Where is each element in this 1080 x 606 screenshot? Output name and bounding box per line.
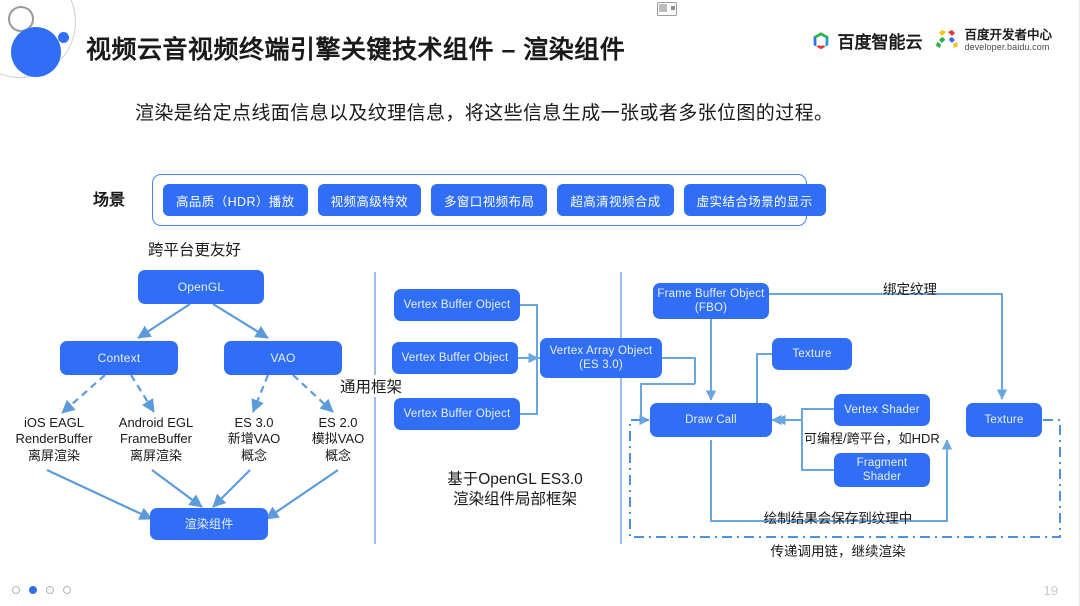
divider-label-general-framework: 通用框架 bbox=[338, 375, 405, 397]
leaf-es30-line2: 新增VAO bbox=[227, 431, 281, 447]
leaf-es30: ES 3.0 新增VAO 概念 bbox=[213, 415, 295, 464]
baidu-cloud-logo-text: 百度智能云 bbox=[837, 33, 923, 52]
node-texture-right[interactable]: Texture bbox=[966, 403, 1042, 437]
leaf-android-egl-line3: 离屏渲染 bbox=[129, 447, 182, 463]
progress-dot[interactable] bbox=[63, 586, 71, 594]
slide-subtitle: 渲染是给定点线面信息以及纹理信息，将这些信息生成一张或者多张位图的过程。 bbox=[135, 103, 834, 124]
node-fragment-shader[interactable]: Fragment Shader bbox=[834, 453, 930, 487]
progress-dot[interactable] bbox=[46, 586, 54, 594]
node-vertex-array-object-line2: (ES 3.0) bbox=[579, 359, 623, 371]
leaf-ios-eagl-line1: iOS EAGL bbox=[24, 415, 84, 430]
leaf-es20-line2: 模拟VAO bbox=[311, 431, 365, 447]
node-frame-buffer-object-line1: Frame Buffer Object bbox=[657, 287, 765, 300]
node-texture-top[interactable]: Texture bbox=[772, 338, 852, 370]
scene-label: 场景 bbox=[93, 192, 126, 209]
section-divider-left bbox=[374, 272, 376, 544]
progress-dot-active[interactable] bbox=[29, 586, 37, 594]
node-vao[interactable]: VAO bbox=[224, 341, 342, 375]
node-vertex-buffer-object-2[interactable]: Vertex Buffer Object bbox=[392, 342, 518, 374]
scene-tag[interactable]: 多窗口视频布局 bbox=[431, 184, 548, 216]
section-divider-right bbox=[620, 272, 622, 544]
middle-section-caption: 基于OpenGL ES3.0 渲染组件局部框架 bbox=[420, 470, 610, 510]
label-save-to-texture: 绘制结果会保存到纹理中 bbox=[763, 511, 913, 526]
node-frame-buffer-object-line2: (FBO) bbox=[694, 302, 728, 314]
node-context[interactable]: Context bbox=[60, 341, 178, 375]
leaf-ios-eagl-line3: 离屏渲染 bbox=[27, 447, 80, 463]
page-number: 19 bbox=[1043, 583, 1058, 598]
middle-section-caption-line2: 渲染组件局部框架 bbox=[452, 491, 577, 509]
baidu-cloud-mark-icon bbox=[810, 30, 832, 52]
leaf-es20: ES 2.0 模拟VAO 概念 bbox=[297, 415, 379, 464]
scene-tag[interactable]: 高品质（HDR）播放 bbox=[163, 184, 308, 216]
leaf-android-egl: Android EGL FrameBuffer 离屏渲染 bbox=[97, 415, 215, 464]
leaf-android-egl-line2: FrameBuffer bbox=[119, 431, 192, 447]
leaf-android-egl-line1: Android EGL bbox=[118, 415, 194, 430]
node-render-component[interactable]: 渲染组件 bbox=[150, 508, 268, 540]
baidu-developer-logo-text: 百度开发者中心 bbox=[964, 27, 1052, 42]
label-bind-texture: 绑定纹理 bbox=[883, 282, 937, 297]
label-programmable: 可编程/跨平台，如HDR bbox=[804, 431, 940, 446]
decorative-small-dot bbox=[58, 32, 69, 43]
scene-tag[interactable]: 视频高级特效 bbox=[317, 184, 421, 216]
decorative-large-dot bbox=[11, 27, 61, 77]
leaf-ios-eagl-line2: RenderBuffer bbox=[15, 431, 93, 447]
window-icon bbox=[657, 2, 677, 16]
node-frame-buffer-object[interactable]: Frame Buffer Object (FBO) bbox=[653, 283, 769, 319]
node-draw-call[interactable]: Draw Call bbox=[650, 403, 772, 437]
middle-section-caption-line1: 基于OpenGL ES3.0 bbox=[447, 471, 583, 488]
baidu-developer-logo-url: developer.baidu.com bbox=[964, 41, 1050, 52]
scene-tag-container: 高品质（HDR）播放 视频高级特效 多窗口视频布局 超高清视频合成 虚实结合场景… bbox=[152, 174, 826, 226]
node-vertex-buffer-object-1[interactable]: Vertex Buffer Object bbox=[394, 289, 520, 321]
progress-dot[interactable] bbox=[12, 586, 20, 594]
node-vertex-array-object-line1: Vertex Array Object bbox=[549, 344, 653, 357]
slide-progress-dots[interactable] bbox=[12, 586, 71, 594]
baidu-cloud-logo: 百度智能云 bbox=[810, 28, 922, 53]
left-section-heading: 跨平台更友好 bbox=[148, 242, 242, 259]
logo-group: 百度智能云 百度开发者中心 developer.baidu.com bbox=[810, 28, 1052, 53]
leaf-es30-line1: ES 3.0 bbox=[234, 415, 274, 430]
baidu-developer-logo: 百度开发者中心 developer.baidu.com bbox=[935, 27, 1052, 53]
scene-tag[interactable]: 超高清视频合成 bbox=[557, 184, 674, 216]
leaf-ios-eagl: iOS EAGL RenderBuffer 离屏渲染 bbox=[0, 415, 108, 464]
scene-tag[interactable]: 虚实结合场景的显示 bbox=[683, 184, 826, 216]
leaf-es30-line3: 概念 bbox=[240, 447, 267, 463]
node-vertex-buffer-object-3[interactable]: Vertex Buffer Object bbox=[394, 398, 520, 430]
node-vertex-array-object[interactable]: Vertex Array Object (ES 3.0) bbox=[540, 338, 662, 378]
baidu-developer-mark-icon bbox=[935, 29, 959, 52]
page-title: 视频云音视频终端引擎关键技术组件 – 渲染组件 bbox=[86, 36, 626, 64]
node-fragment-shader-line2: Shader bbox=[862, 471, 902, 483]
node-opengl[interactable]: OpenGL bbox=[138, 270, 264, 304]
leaf-es20-line3: 概念 bbox=[324, 447, 351, 463]
node-fragment-shader-line1: Fragment bbox=[856, 456, 908, 469]
leaf-es20-line1: ES 2.0 bbox=[318, 415, 358, 430]
label-pass-chain: 传递调用链，继续渲染 bbox=[770, 544, 906, 559]
node-vertex-shader[interactable]: Vertex Shader bbox=[834, 394, 930, 426]
